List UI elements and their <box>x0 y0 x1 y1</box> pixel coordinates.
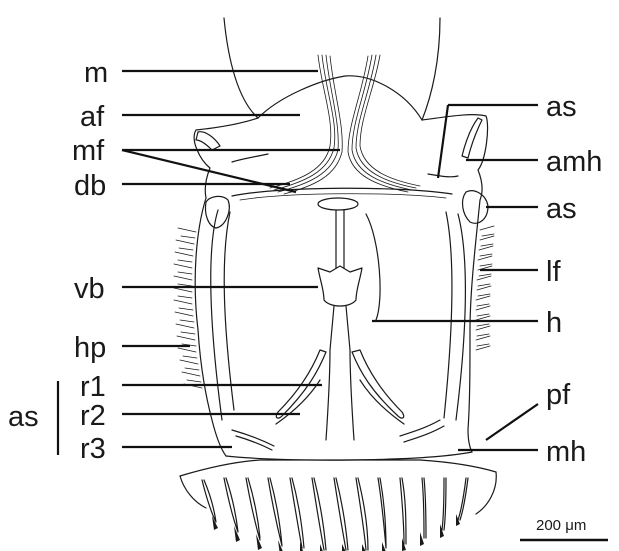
label-hp: hp <box>74 332 106 364</box>
left-inner-bar <box>211 210 222 420</box>
median-rods <box>326 350 354 440</box>
sclerite-r2-left <box>276 380 320 424</box>
label-r3: r3 <box>80 433 106 465</box>
scale-bar: 200 μm <box>520 517 608 540</box>
right-anterior-hook <box>462 118 482 158</box>
haptor-lower-rim <box>226 452 472 460</box>
leader-as-upper-v <box>438 105 448 178</box>
right-head-outline <box>422 115 488 200</box>
left-anterior-sclerite <box>232 154 268 162</box>
label-af: af <box>80 101 105 133</box>
label-db: db <box>74 170 106 202</box>
sclerite-r3-right <box>400 420 444 442</box>
leader-mf-2 <box>122 150 296 192</box>
hairy-projections <box>174 228 202 388</box>
right-lateral-joint <box>463 191 488 223</box>
central-shaft <box>336 210 344 268</box>
lateral-fringe <box>476 226 494 350</box>
label-bracket-as: as <box>8 401 39 433</box>
scale-bar-label: 200 μm <box>536 517 586 534</box>
ventral-bar <box>318 266 362 306</box>
label-vb: vb <box>74 273 105 305</box>
sclerite-r1-right <box>352 350 404 418</box>
left-neck-line <box>224 18 258 118</box>
label-as-mid: as <box>546 193 577 225</box>
right-inner-bar-2 <box>444 212 452 418</box>
sclerite-r2-right <box>360 380 404 424</box>
ventral-bar-stalk <box>330 306 350 350</box>
label-amh: amh <box>546 146 602 178</box>
label-m: m <box>84 57 108 89</box>
left-inner-bar-2 <box>224 212 234 410</box>
dorsal-bar <box>232 188 452 196</box>
label-r1: r1 <box>80 371 106 403</box>
central-hamulus-line <box>366 214 380 320</box>
label-r2: r2 <box>80 400 106 432</box>
label-lf: lf <box>546 256 561 288</box>
right-neck-line <box>422 18 440 120</box>
label-mf: mf <box>72 135 105 167</box>
right-inner-bar <box>456 214 465 420</box>
leader-pf <box>486 404 538 440</box>
specimen-body <box>174 18 496 551</box>
label-mh: mh <box>546 436 586 468</box>
marginal-hooks <box>180 460 496 551</box>
right-anterior-sclerite <box>428 174 458 177</box>
label-h: h <box>546 307 562 339</box>
left-anterior-hook <box>196 132 220 150</box>
sclerite-r3-left <box>232 430 274 450</box>
leader-lines <box>58 71 538 455</box>
labels: m af mf db vb hp r1 r2 r3 as as amh as l… <box>8 57 602 468</box>
dorsal-bar-center <box>318 198 358 210</box>
anterior-lobe-outline <box>258 76 422 120</box>
label-pf: pf <box>546 379 571 411</box>
label-as-upper: as <box>546 91 577 123</box>
